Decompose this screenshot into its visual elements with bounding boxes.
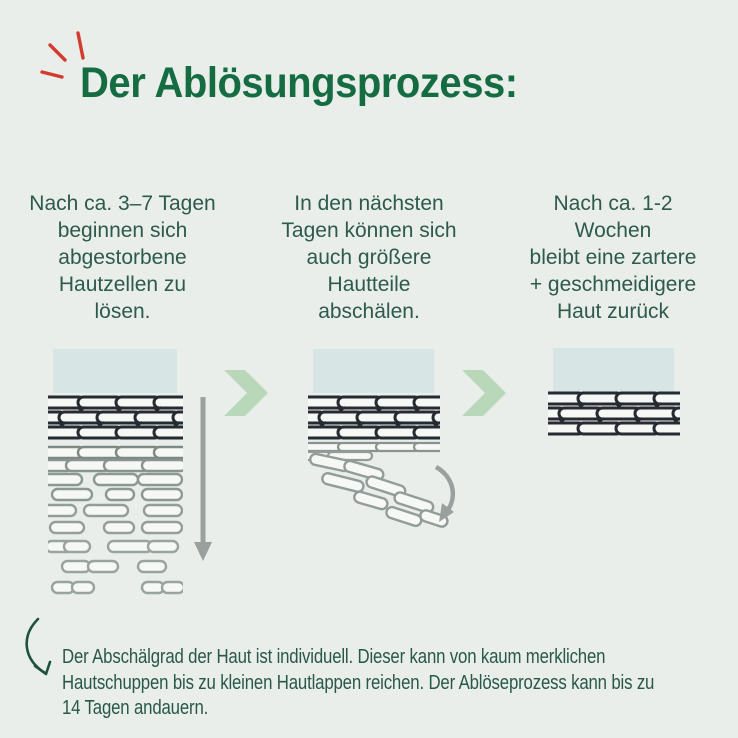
step-2-text: In den nächsten Tagen können sich auch g… xyxy=(281,192,457,323)
arrow-curved-down-icon xyxy=(434,465,456,522)
arrow-down-icon xyxy=(194,397,212,561)
skin-illustration-step-3 xyxy=(548,348,680,436)
chevron-right-icon xyxy=(462,370,506,416)
skin-surface xyxy=(313,349,434,393)
skin-illustration-step-1 xyxy=(48,349,212,595)
skin-surface xyxy=(553,348,674,392)
step-1-text: Nach ca. 3–7 Tagen beginnen sich abgesto… xyxy=(29,192,216,323)
page-title: Der Ablösungsprozess: xyxy=(80,59,518,107)
curved-arrow-down-icon xyxy=(25,617,52,676)
skin-illustration-step-2 xyxy=(308,349,456,528)
step-3-text: Nach ca. 1-2 Wochen bleibt eine zartere … xyxy=(529,192,697,323)
sparkle-icon xyxy=(40,31,85,79)
chevron-right-icon xyxy=(224,370,268,416)
skin-surface xyxy=(53,349,177,393)
footnote-text: Der Abschälgrad der Haut ist individuell… xyxy=(62,646,655,719)
